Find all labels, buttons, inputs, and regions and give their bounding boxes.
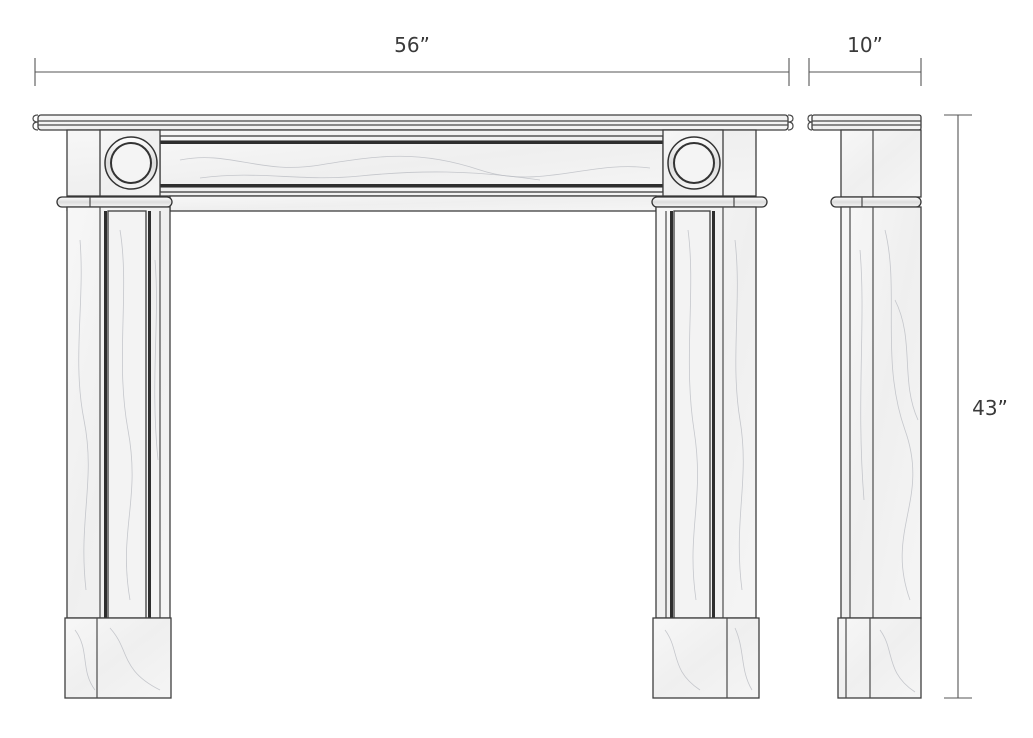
right-capital xyxy=(651,196,768,208)
front-elevation xyxy=(32,114,794,699)
frieze xyxy=(66,129,757,197)
left-plinth xyxy=(64,617,172,699)
right-corner-block xyxy=(662,129,724,197)
opening-lintel xyxy=(169,195,657,212)
left-pilaster xyxy=(66,206,171,619)
side-shelf xyxy=(807,114,922,131)
side-plinth xyxy=(837,617,922,699)
right-pilaster xyxy=(655,206,757,619)
height-dimension: 43” xyxy=(944,114,1008,699)
width-label: 56” xyxy=(394,33,430,57)
side-pilaster xyxy=(840,206,922,619)
left-corner-block xyxy=(99,129,161,197)
width-dimension: 56” xyxy=(34,33,790,86)
depth-dimension: 10” xyxy=(808,33,922,86)
depth-label: 10” xyxy=(847,33,883,57)
height-label: 43” xyxy=(972,396,1008,420)
side-frieze xyxy=(840,129,922,198)
mantel-shelf xyxy=(32,114,794,131)
right-plinth xyxy=(652,617,760,699)
side-capital xyxy=(830,196,922,208)
side-elevation xyxy=(807,114,922,699)
